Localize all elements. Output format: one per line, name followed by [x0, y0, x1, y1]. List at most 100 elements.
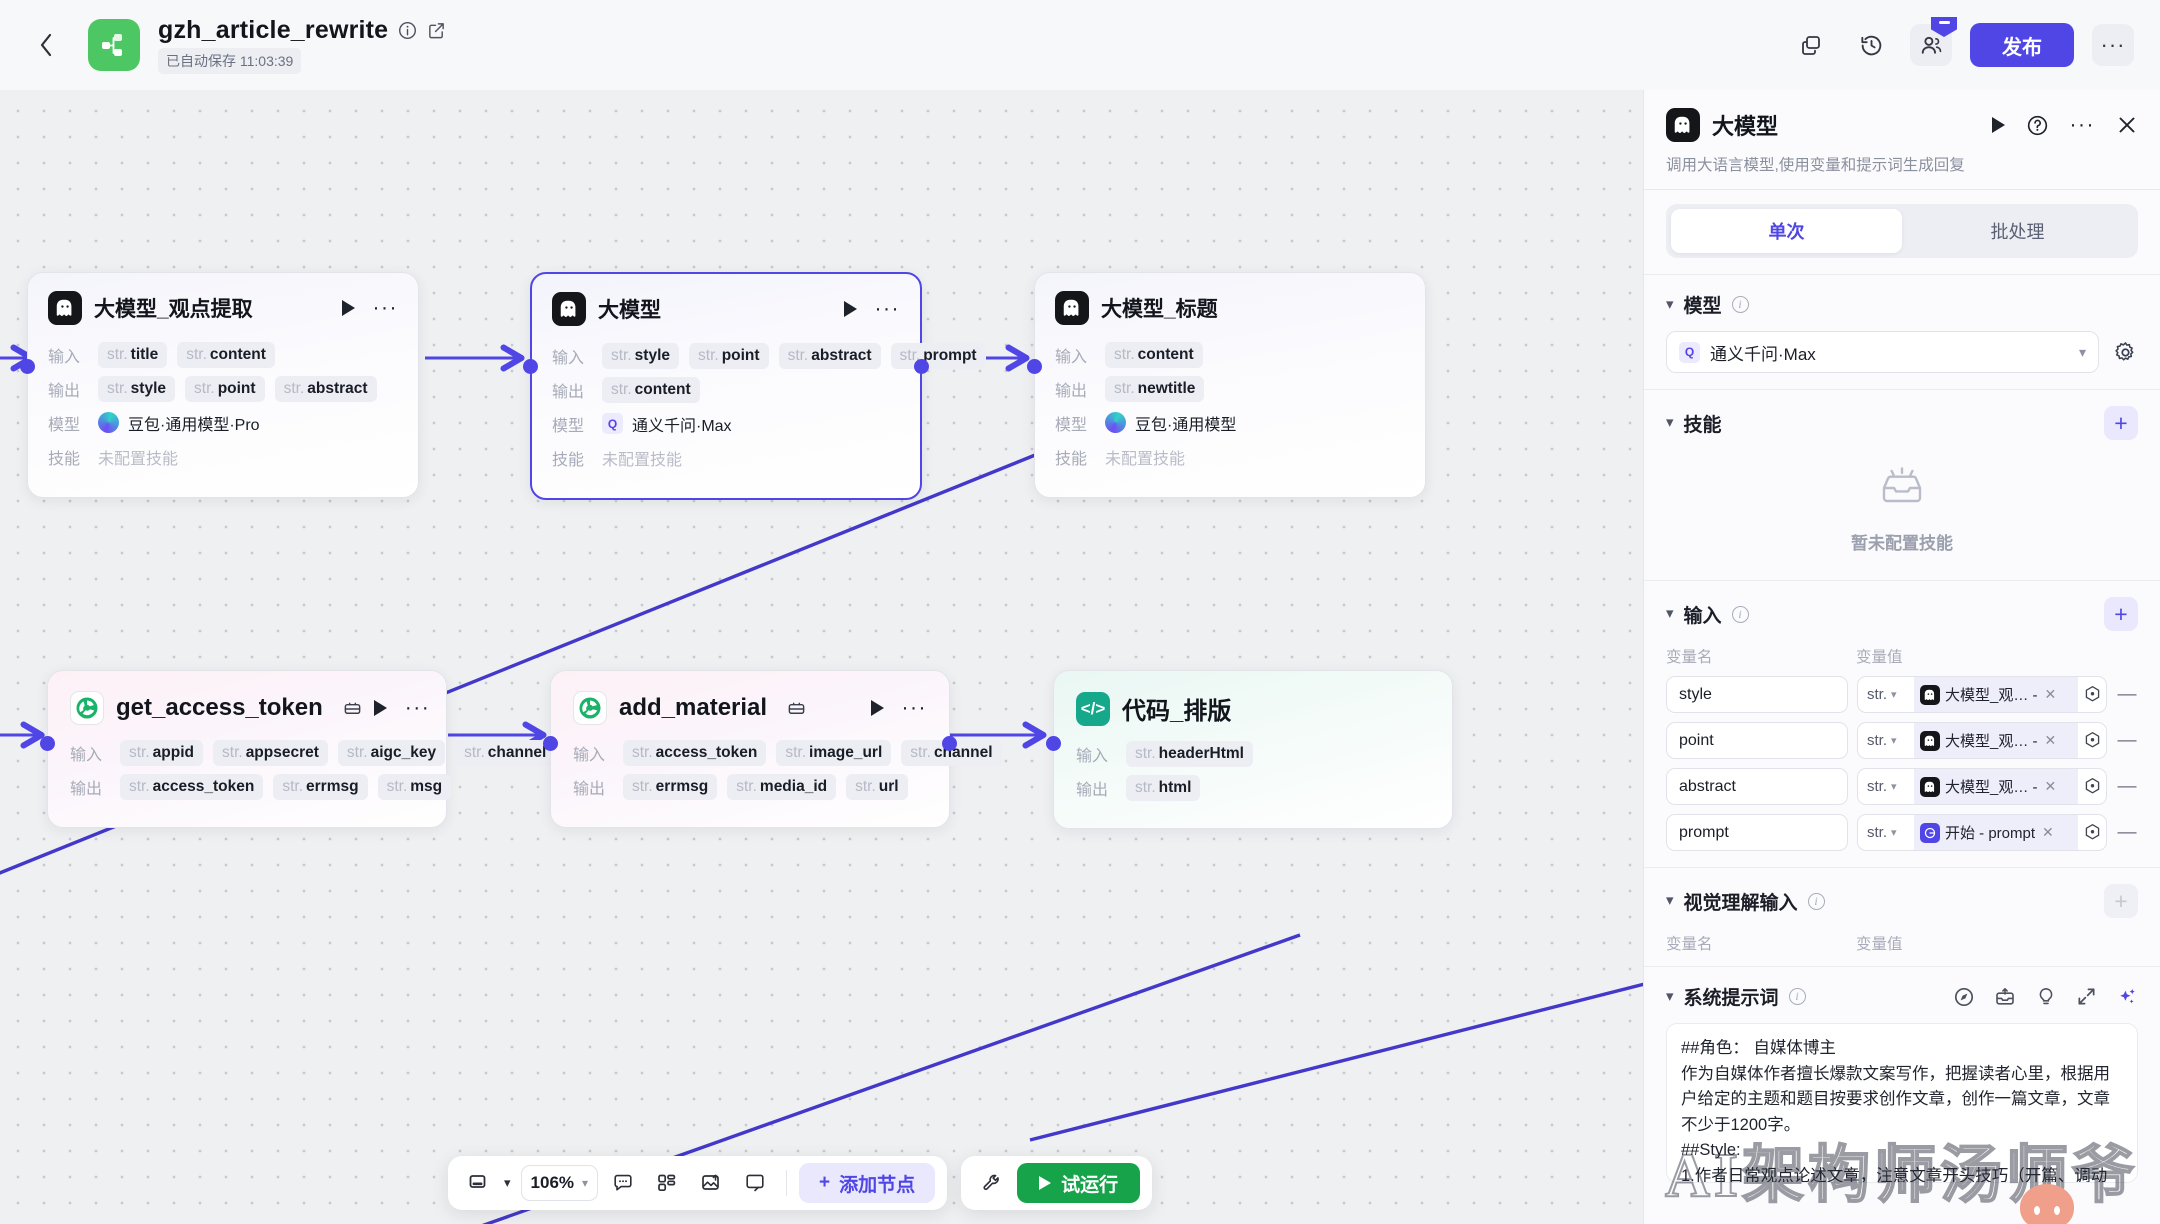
skill-section-header: ▾ 技能 + [1666, 406, 2138, 440]
sticky-note-icon[interactable] [736, 1164, 774, 1202]
variable-name-input[interactable]: style [1666, 676, 1848, 713]
node-input-port[interactable] [523, 359, 538, 374]
info-circle-icon[interactable] [398, 21, 417, 40]
node-input-port[interactable] [20, 359, 35, 374]
add-node-button[interactable]: + 添加节点 [799, 1163, 936, 1203]
node-input-port[interactable] [1027, 359, 1042, 374]
variable-value-field[interactable]: str.▾ 大模型_观… - ✕ [1857, 768, 2107, 805]
type-select[interactable]: str.▾ [1867, 778, 1897, 795]
tab-single[interactable]: 单次 [1671, 209, 1902, 253]
node-output-port[interactable] [942, 736, 957, 751]
publish-button[interactable]: 发布 [1970, 23, 2074, 67]
node-output-port[interactable] [914, 359, 929, 374]
node-code-layout[interactable]: </> 代码_排版 输入 str.headerHtml 输出 str.html [1046, 670, 1453, 829]
node-title: add_material [619, 694, 768, 721]
clear-icon[interactable]: ✕ [2044, 778, 2057, 794]
play-icon[interactable] [373, 700, 387, 716]
variable-reference[interactable]: 开始 - prompt ✕ [1914, 815, 2078, 850]
node-llm-title[interactable]: 大模型_标题 输入 str.content 输出 str.newtitle 模型… [1027, 272, 1426, 498]
info-circle-icon[interactable]: i [1807, 892, 1825, 910]
collaborators-icon[interactable] [1910, 17, 1957, 66]
question-circle-icon[interactable] [2026, 114, 2049, 137]
comment-icon[interactable] [604, 1164, 642, 1202]
clear-icon[interactable]: ✕ [2042, 824, 2054, 840]
more-dots-icon[interactable]: ··· [2069, 113, 2095, 136]
node-add-material[interactable]: add_material ··· 输入 str.access_token str… [543, 670, 1002, 828]
system-prompt-textarea[interactable]: ##角色： 自媒体博主 作为自媒体作者擅长爆款文案写作，把握读者心里，根据用户给… [1666, 1023, 2138, 1183]
variable-picker-icon[interactable] [2078, 823, 2106, 842]
node-llm-viewpoint[interactable]: 大模型_观点提取 ··· 输入 str.title str.content 输出… [20, 272, 419, 498]
image-upload-icon[interactable] [692, 1164, 730, 1202]
compass-icon[interactable] [1953, 986, 1975, 1008]
play-icon[interactable] [870, 700, 884, 716]
edit-square-icon[interactable] [427, 21, 446, 40]
duplicate-icon[interactable] [1790, 24, 1832, 66]
play-icon[interactable] [843, 301, 857, 317]
more-dots-icon[interactable]: ··· [2092, 24, 2134, 66]
wrench-icon[interactable] [973, 1164, 1011, 1202]
chevron-down-icon[interactable]: ▾ [1666, 892, 1674, 909]
chevron-down-icon[interactable]: ▾ [1666, 605, 1674, 622]
play-icon[interactable] [341, 300, 355, 316]
variable-name-input[interactable]: abstract [1666, 768, 1848, 805]
zoom-level-selector[interactable]: 106% ▾ [520, 1165, 599, 1201]
auto-layout-icon[interactable] [648, 1164, 686, 1202]
node-input-port[interactable] [543, 736, 558, 751]
chevron-down-icon[interactable]: ▾ [1666, 987, 1674, 1005]
llm-ghost-icon [48, 291, 82, 325]
remove-row-button[interactable]: — [2117, 683, 2137, 705]
type-select[interactable]: str.▾ [1867, 824, 1897, 841]
model-select[interactable]: Q 通义千问·Max ▾ [1666, 331, 2099, 373]
clear-icon[interactable]: ✕ [2044, 686, 2057, 702]
idea-bulb-icon[interactable] [2035, 986, 2057, 1008]
variable-value-field[interactable]: str.▾ 大模型_观… - ✕ [1857, 722, 2107, 759]
remove-row-button[interactable]: — [2117, 821, 2137, 843]
info-circle-icon[interactable]: i [1731, 296, 1749, 313]
header-actions: 发布 ··· [1790, 17, 2134, 67]
magic-sparkle-icon[interactable] [2116, 986, 2138, 1008]
add-skill-button[interactable]: + [2104, 406, 2138, 440]
node-input-port[interactable] [40, 736, 55, 751]
node-llm-main[interactable]: 大模型 ··· 输入 str.style str.point str.abstr… [523, 272, 986, 500]
info-circle-icon[interactable]: i [1731, 605, 1749, 623]
variable-reference[interactable]: 大模型_观… - ✕ [1914, 677, 2078, 712]
info-circle-icon[interactable]: i [1788, 988, 1806, 1005]
type-select[interactable]: str.▾ [1867, 732, 1897, 749]
more-dots-icon[interactable]: ··· [372, 296, 398, 319]
variable-value-field[interactable]: str.▾ 开始 - prompt ✕ [1857, 814, 2107, 851]
variable-name-input[interactable]: point [1666, 722, 1848, 759]
chevron-down-icon[interactable]: ▾ [1666, 295, 1674, 313]
gear-icon[interactable] [2113, 340, 2138, 365]
back-button[interactable] [26, 25, 66, 65]
clear-icon[interactable]: ✕ [2044, 732, 2057, 748]
more-dots-icon[interactable]: ··· [874, 297, 900, 320]
run-test-button[interactable]: 试运行 [1017, 1163, 1141, 1203]
history-clock-icon[interactable] [1850, 24, 1892, 66]
node-input-port[interactable] [1046, 736, 1061, 751]
prompt-library-icon[interactable] [1994, 986, 2016, 1008]
close-icon[interactable] [2116, 114, 2138, 136]
play-icon[interactable] [1991, 117, 2005, 133]
variable-reference[interactable]: 大模型_观… - ✕ [1914, 723, 2078, 758]
variable-value-field[interactable]: str.▾ 大模型_观… - ✕ [1857, 676, 2107, 713]
remove-row-button[interactable]: — [2117, 729, 2137, 751]
expand-icon[interactable] [2076, 986, 2097, 1007]
more-dots-icon[interactable]: ··· [901, 696, 927, 719]
tab-batch[interactable]: 批处理 [1990, 222, 2045, 242]
variable-picker-icon[interactable] [2078, 685, 2106, 704]
variable-picker-icon[interactable] [2078, 731, 2106, 750]
node-get-access-token[interactable]: get_access_token ··· 输入 str.appid str.ap… [40, 670, 556, 828]
variable-name-input[interactable]: prompt [1666, 814, 1848, 851]
add-vision-input-button[interactable]: + [2104, 884, 2138, 918]
chevron-down-icon[interactable]: ▾ [1666, 414, 1674, 431]
frame-select-icon[interactable] [460, 1164, 498, 1202]
add-input-button[interactable]: + [2104, 597, 2138, 631]
io-chip: str.access_token [623, 739, 767, 766]
variable-reference[interactable]: 大模型_观… - ✕ [1914, 769, 2078, 804]
type-select[interactable]: str.▾ [1867, 686, 1897, 703]
io-chip: str.abstract [778, 342, 881, 369]
remove-row-button[interactable]: — [2117, 775, 2137, 797]
variable-picker-icon[interactable] [2078, 777, 2106, 796]
chevron-down-icon[interactable]: ▾ [504, 1175, 511, 1190]
more-dots-icon[interactable]: ··· [404, 696, 431, 719]
